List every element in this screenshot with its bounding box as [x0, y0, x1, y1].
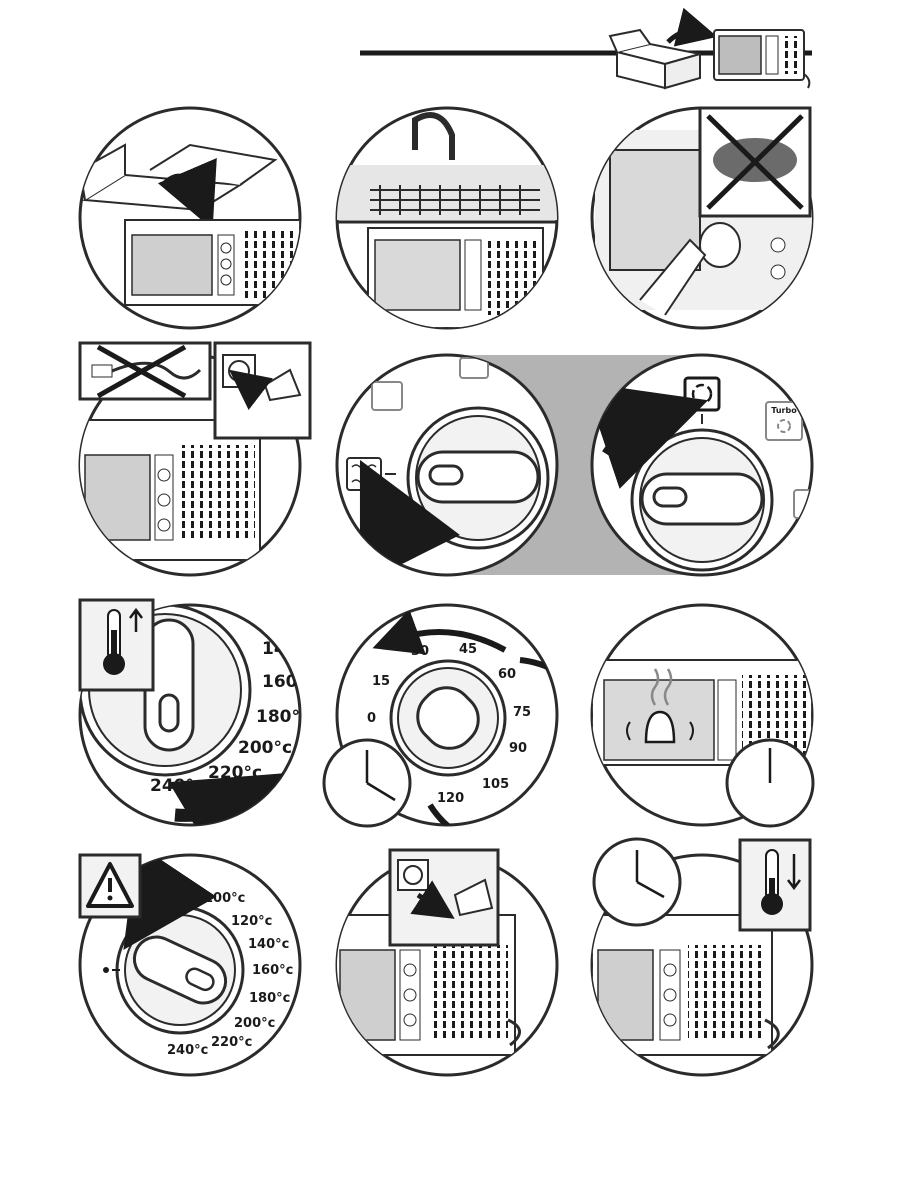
thermostat-dial [115, 905, 245, 1035]
temp-label: 140°c [248, 937, 289, 952]
temp-label: 200°c [238, 738, 292, 758]
panel-warning-thermostat: 100°c 120°c 140°c 160°c 180°c 200°c 220°… [78, 853, 302, 1077]
temp-label: 220°c [211, 1035, 252, 1050]
mode-dial-left [406, 406, 550, 550]
cross-icon [706, 114, 804, 210]
temp-label: 120°c [231, 914, 272, 929]
panel-thermostat-up: 140 160 180° 200°c 220°c 240°c [78, 598, 302, 827]
temp-label: 220°c [208, 763, 262, 783]
thermometer-up-inset [78, 598, 155, 692]
temp-label: 200°c [234, 1016, 275, 1031]
bottom-heat-mode-icon [346, 457, 382, 491]
minute-label: 0 [367, 711, 376, 726]
clock-icon [592, 837, 682, 927]
minute-label: 90 [509, 741, 527, 756]
oven-icon [713, 29, 811, 89]
arrow-icon [592, 382, 709, 489]
temp-label: 180° [256, 707, 300, 727]
rack-icon [370, 185, 540, 215]
bell-icon [626, 710, 694, 744]
socket-icon [222, 354, 256, 388]
no-coiled-cord-inset [78, 341, 212, 401]
oven-icon [367, 227, 544, 328]
timer-dial [389, 659, 507, 777]
temp-label: 240°c [167, 1043, 208, 1058]
minute-label: 45 [459, 642, 477, 657]
thermometer-up-icon [103, 607, 143, 675]
minute-label: 15 [372, 674, 390, 689]
arrow-icon [666, 7, 718, 47]
oven-icon [592, 659, 812, 766]
socket-icon [397, 859, 429, 891]
turbo-icon: Turbo [765, 401, 803, 441]
arrow-icon [359, 459, 461, 575]
minute-label: 30 [411, 644, 429, 659]
temp-label: 160°c [252, 963, 293, 978]
thermometer-down-icon [761, 849, 801, 915]
arrow-icon [410, 880, 455, 919]
clock-icon [322, 738, 412, 828]
panel-unplug [335, 848, 559, 1077]
fan-mode-icon [793, 489, 812, 519]
no-steel-wool-inset [698, 106, 812, 218]
convection-mode-icon [683, 376, 721, 412]
socket-inset [388, 848, 500, 947]
temp-label: 180°c [249, 991, 290, 1006]
panel-mode-selector: Turbo [335, 353, 814, 577]
arrow-icon [157, 157, 217, 230]
header [360, 7, 812, 90]
box-icon [608, 28, 701, 90]
panel-plug-in [78, 341, 312, 577]
faucet-icon [412, 112, 455, 160]
arrow-icon [372, 609, 507, 655]
clock-icon [725, 738, 815, 828]
mode-dial-right [630, 428, 774, 572]
socket-inset [213, 341, 312, 440]
oven-icon [124, 219, 300, 306]
panel-wash-accessories [335, 106, 559, 330]
oven-icon [592, 914, 773, 1056]
minute-label: 60 [498, 667, 516, 682]
arrow-icon [229, 369, 274, 411]
arrow-icon [168, 773, 285, 825]
arrow-icon [123, 855, 217, 950]
top-heat-mode-icon [371, 381, 403, 411]
minute-label: 105 [482, 777, 509, 792]
temp-label: 160 [262, 672, 298, 692]
warning-icon [86, 862, 134, 908]
minute-label: 75 [513, 705, 531, 720]
panel-timer: 0 15 30 45 60 75 90 105 120 [322, 603, 559, 828]
panel-wipe-no-abrasive [590, 106, 814, 330]
panel-unpack [78, 106, 302, 330]
warning-inset [78, 853, 142, 919]
minute-label: 120 [437, 791, 464, 806]
temp-label: 240°c [150, 776, 204, 796]
panel-cool-down [590, 837, 814, 1077]
turbo-label: Turbo [771, 406, 797, 415]
oven-icon [80, 419, 261, 561]
cross-icon [96, 344, 187, 399]
thermometer-down-inset [738, 838, 812, 932]
off-dot [103, 967, 109, 973]
panel-bell-ring [590, 603, 815, 828]
temp-label: 100°c [204, 891, 245, 906]
sponge-icon [699, 222, 741, 268]
